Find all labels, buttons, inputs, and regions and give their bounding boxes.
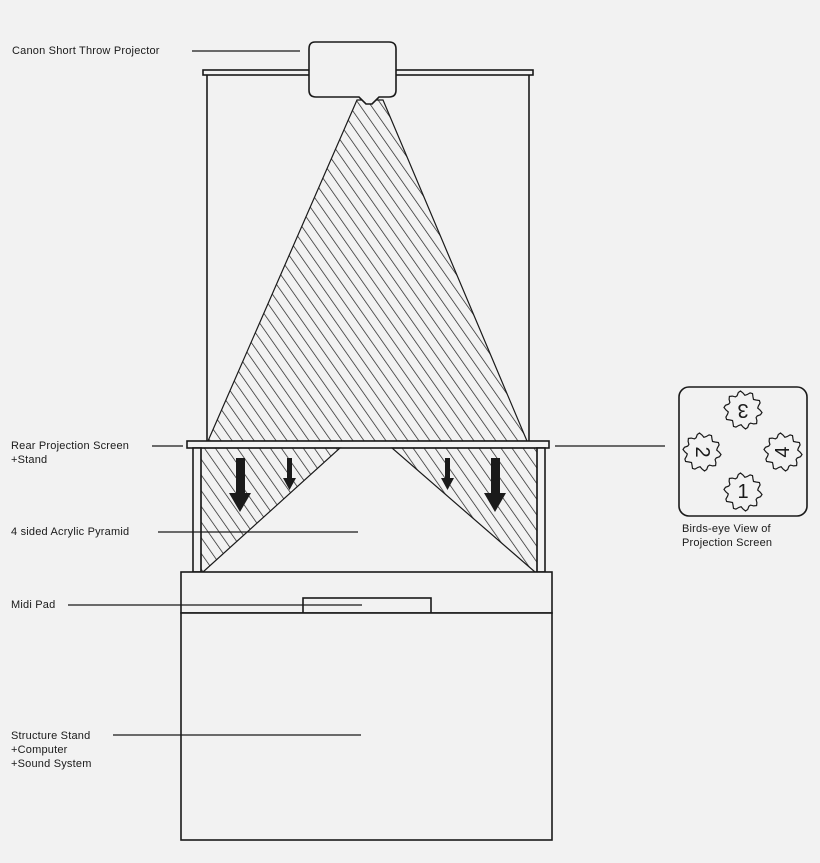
pyramid-right-face [390, 447, 538, 573]
label-rear-screen-line2: +Stand [11, 454, 48, 466]
label-rear-screen: Rear Projection Screen +Stand [11, 439, 129, 467]
label-structure: Structure Stand +Computer +Sound System [11, 729, 92, 771]
pyramid-left-face [200, 447, 342, 573]
birds-eye-number-2: 2 [691, 446, 713, 457]
blob-4-outline [763, 432, 803, 472]
label-midi-pad: Midi Pad [11, 599, 56, 611]
blob-3-outline [723, 390, 763, 430]
birds-eye-number-1: 1 [737, 481, 748, 503]
down-arrow-large-left [229, 458, 251, 512]
projector-body [308, 41, 397, 105]
label-rear-screen-line1: Rear Projection Screen [11, 440, 130, 452]
label-structure-line2: +Computer [11, 744, 68, 756]
label-pyramid: 4 sided Acrylic Pyramid [11, 526, 130, 538]
down-arrow-small-left [283, 458, 296, 490]
label-structure-line1: Structure Stand [11, 730, 91, 742]
down-arrow-large-right [484, 458, 506, 512]
birds-eye-number-3: 3 [737, 399, 748, 421]
blob-2-outline [682, 432, 722, 472]
structure-stand [180, 612, 553, 841]
birds-eye-caption-line2: Projection Screen [682, 537, 773, 549]
birds-eye-caption: Birds-eye View of Projection Screen [682, 522, 772, 550]
birds-eye-panel [678, 386, 808, 517]
label-projector: Canon Short Throw Projector [12, 45, 160, 57]
birds-eye-number-4: 4 [772, 446, 794, 457]
projection-beam [207, 99, 528, 442]
stand-right-post [536, 447, 546, 573]
label-structure-line3: +Sound System [11, 758, 92, 770]
birds-eye-caption-line1: Birds-eye View of [682, 523, 771, 535]
rear-projection-screen [186, 440, 550, 449]
stand-left-post [192, 447, 202, 573]
blob-1-outline [723, 472, 763, 512]
down-arrow-small-right [441, 458, 454, 490]
